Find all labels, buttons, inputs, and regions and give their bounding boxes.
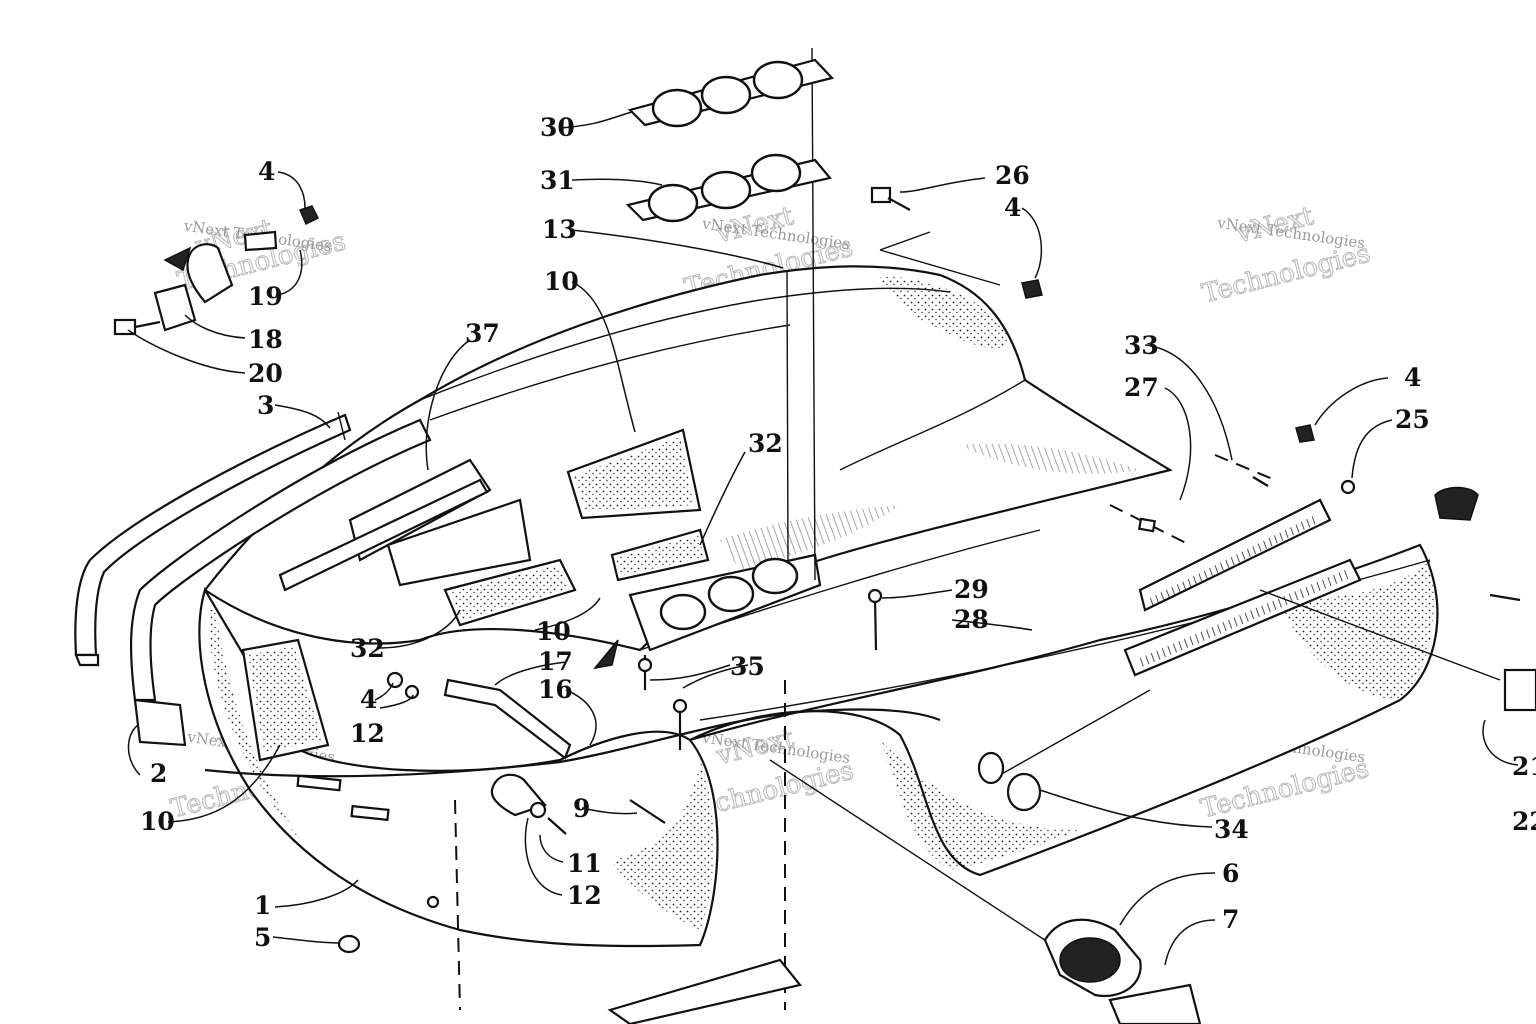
- callout-9: 9: [573, 794, 590, 823]
- callout-27: 27: [1124, 373, 1159, 402]
- callout-6: 6: [1222, 859, 1239, 888]
- callout-10: 10: [544, 267, 579, 296]
- callout-11: 11: [567, 849, 602, 878]
- callout-13: 13: [542, 215, 577, 244]
- callout-3: 3: [257, 391, 274, 420]
- callout-29: 29: [954, 575, 989, 604]
- callout-4: 4: [360, 685, 377, 714]
- callout-4: 4: [258, 157, 275, 186]
- callout-33: 33: [1124, 331, 1159, 360]
- callout-37: 37: [465, 319, 500, 348]
- callout-4: 4: [1004, 193, 1021, 222]
- callout-30: 30: [540, 113, 575, 142]
- callout-2: 2: [150, 759, 167, 788]
- callout-12: 12: [350, 719, 385, 748]
- callout-labels: 4 19 18 20 3 30 31 13 10 26 4 37 32 32 1…: [140, 113, 1536, 952]
- callout-5: 5: [254, 923, 271, 952]
- callout-32: 32: [350, 634, 385, 663]
- callout-31: 31: [540, 166, 575, 195]
- callout-10: 10: [140, 807, 175, 836]
- callout-12: 12: [567, 881, 602, 910]
- callout-26: 26: [995, 161, 1030, 190]
- front-bumper: [74, 411, 432, 747]
- assembly-lines: [454, 47, 1501, 1011]
- callout-19: 19: [248, 282, 283, 311]
- callout-35: 35: [730, 652, 765, 681]
- callout-32: 32: [748, 429, 783, 458]
- gauge-bezels: [625, 58, 835, 223]
- hood-right-panel: [689, 543, 1439, 877]
- hardware: [113, 186, 1536, 1024]
- callout-25: 25: [1395, 405, 1430, 434]
- callout-17: 17: [538, 647, 573, 676]
- callout-1: 1: [254, 891, 271, 920]
- callout-34: 34: [1214, 815, 1249, 844]
- callout-28: 28: [954, 605, 989, 634]
- callout-22: 22: [1512, 807, 1536, 836]
- callout-20: 20: [248, 359, 283, 388]
- callout-7: 7: [1222, 905, 1239, 934]
- hood-assembly: [198, 265, 1439, 948]
- callout-16: 16: [538, 675, 573, 704]
- callout-4: 4: [1404, 363, 1421, 392]
- callout-18: 18: [248, 325, 283, 354]
- leader-lines: [127, 111, 1519, 966]
- callout-21: 21: [1512, 752, 1536, 781]
- callout-10: 10: [536, 617, 571, 646]
